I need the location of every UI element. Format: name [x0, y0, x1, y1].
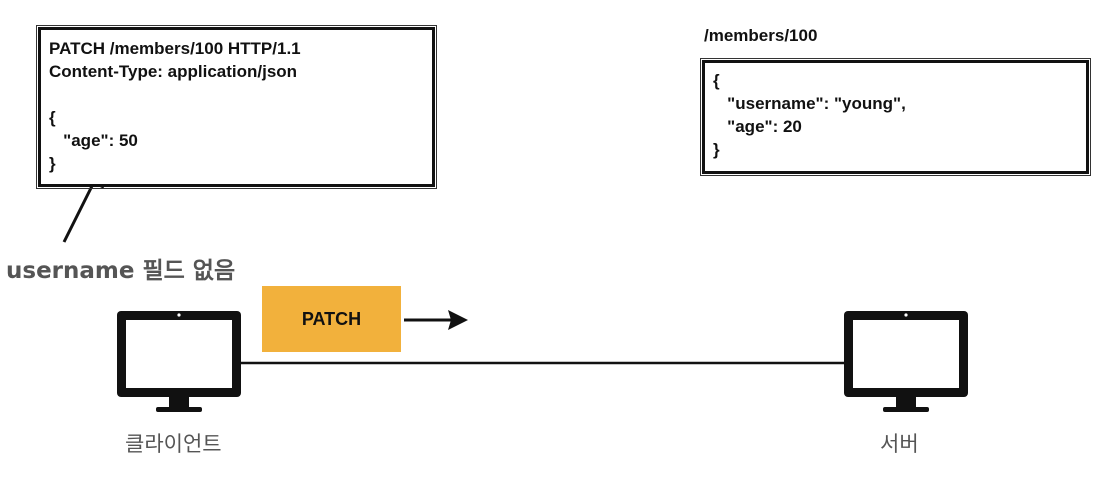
- request-body-age: "age": 50: [49, 131, 138, 150]
- server-monitor-icon: [844, 311, 968, 412]
- client-monitor-icon: [117, 311, 241, 412]
- patch-method-label: PATCH: [301, 308, 362, 329]
- request-message-box: PATCH /members/100 HTTP/1.1 Content-Type…: [36, 25, 437, 189]
- request-blank-line: [49, 83, 424, 106]
- patch-method-badge: PATCH: [262, 286, 401, 352]
- resource-body-age: "age": 20: [713, 117, 802, 136]
- annotation-arrow-shaft: [62, 177, 98, 243]
- request-body-close: }: [49, 154, 56, 173]
- resource-body-close: }: [713, 140, 720, 159]
- missing-field-annotation: username 필드 없음: [6, 258, 236, 284]
- server-resource-box: { "username": "young", "age": 20 }: [700, 58, 1091, 176]
- request-header: Content-Type: application/json: [49, 62, 298, 81]
- resource-path-label: /members/100: [704, 26, 818, 45]
- request-body-open: {: [49, 108, 56, 127]
- resource-body-username: "username": "young",: [713, 94, 906, 113]
- request-arrow-head: [448, 310, 468, 330]
- server-label: 서버: [880, 432, 919, 456]
- resource-body-open: {: [713, 71, 720, 90]
- client-label: 클라이언트: [125, 432, 222, 456]
- request-line: PATCH /members/100 HTTP/1.1: [49, 39, 301, 58]
